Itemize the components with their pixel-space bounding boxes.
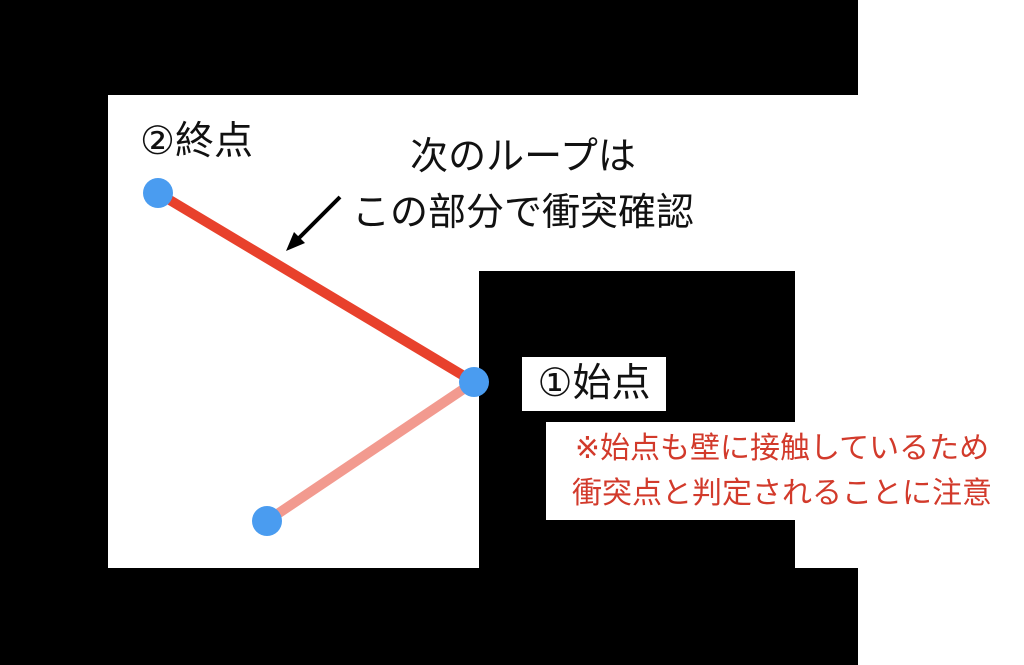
left-wall <box>0 0 108 665</box>
caption: 次のループは この部分で衝突確認 <box>352 128 694 240</box>
start-point-marker <box>459 367 489 397</box>
warning-note: ※始点も壁に接触しているため 衝突点と判定されることに注意 <box>546 422 1018 520</box>
end-point-marker <box>143 178 173 208</box>
center-obstacle <box>479 271 795 571</box>
caption-line-2: この部分で衝突確認 <box>352 190 695 234</box>
bottom-right-wall <box>795 568 858 665</box>
caption-line-1: 次のループは <box>410 134 636 178</box>
previous-point-marker <box>252 506 282 536</box>
arrow-head <box>286 232 305 251</box>
current-segment <box>153 188 479 387</box>
bottom-wall <box>0 568 858 665</box>
warning-line-2: 衝突点と判定されることに注意 <box>572 476 992 511</box>
previous-segment <box>262 377 479 526</box>
arrow-line <box>294 195 342 243</box>
warning-line-1: ※始点も壁に接触しているため <box>574 431 990 466</box>
end-point-label: ②終点 <box>140 119 253 164</box>
top-wall <box>0 0 858 95</box>
start-point-label: ①始点 <box>522 357 666 411</box>
